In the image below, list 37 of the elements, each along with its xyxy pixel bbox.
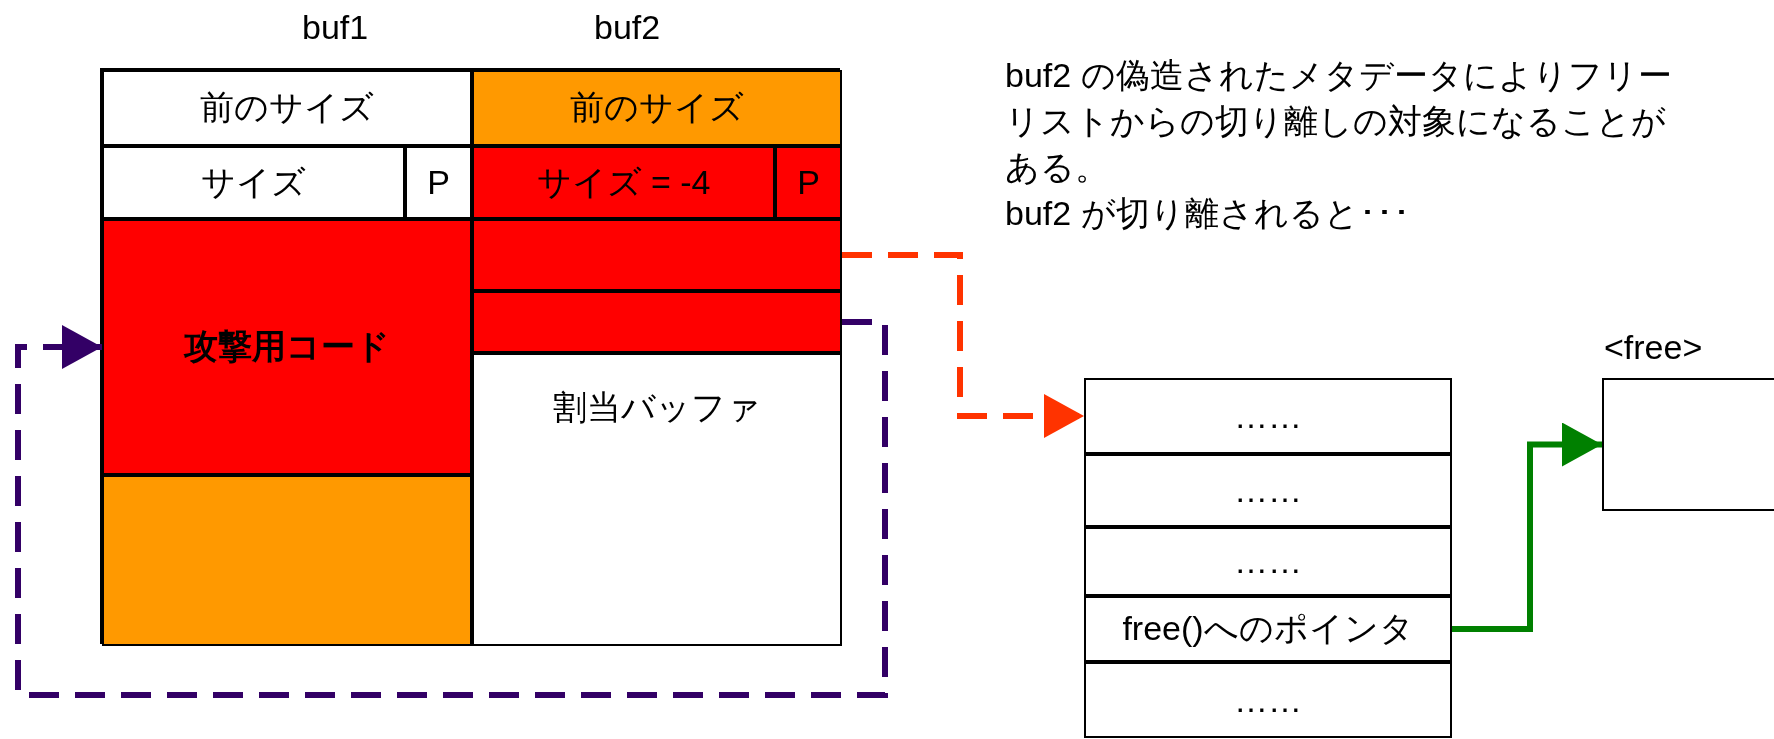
field-label: P (427, 163, 450, 202)
field-label: …… (1234, 471, 1302, 510)
field-label: 前のサイズ (570, 87, 744, 128)
field-label: サイズ (201, 161, 306, 203)
arrow (1452, 422, 1602, 632)
arrow (15, 319, 888, 698)
note-text: buf2 が切り離されると･･･ (1005, 193, 1411, 234)
arrow (842, 252, 1084, 438)
code-block (102, 219, 472, 475)
field-label: P (797, 163, 820, 202)
flag-field (405, 146, 472, 219)
flag-field (775, 146, 842, 219)
size-field (102, 146, 405, 219)
field-label: …… (1234, 396, 1302, 436)
chunk-heading: buf1 (302, 8, 369, 47)
buffer-block (472, 353, 842, 646)
field-label: …… (1234, 542, 1302, 581)
field-label: 前のサイズ (200, 87, 374, 128)
size-field (102, 70, 472, 146)
memory-block (102, 475, 472, 646)
table-row (1084, 596, 1452, 662)
field-label: …… (1234, 680, 1302, 720)
field-label: free()へのポインタ (1122, 608, 1414, 649)
table-row (1084, 378, 1452, 454)
table-row (1084, 527, 1452, 596)
chunk-heading: buf2 (594, 8, 661, 47)
table-row (1084, 454, 1452, 527)
field-label: 割当バッファ (553, 387, 761, 428)
chunk-heading: <free> (1604, 328, 1703, 367)
pointer-field (472, 219, 842, 291)
size-field (472, 70, 842, 146)
table-row (1084, 662, 1452, 738)
pointer-field (472, 291, 842, 353)
field-label: サイズ = -4 (536, 161, 711, 203)
size-field (472, 146, 775, 219)
note-text: buf2 の偽造されたメタデータによりフリーリストからの切り離しの対象になることがある。 (1005, 55, 1673, 188)
field-label: 攻撃用コード (184, 326, 390, 367)
